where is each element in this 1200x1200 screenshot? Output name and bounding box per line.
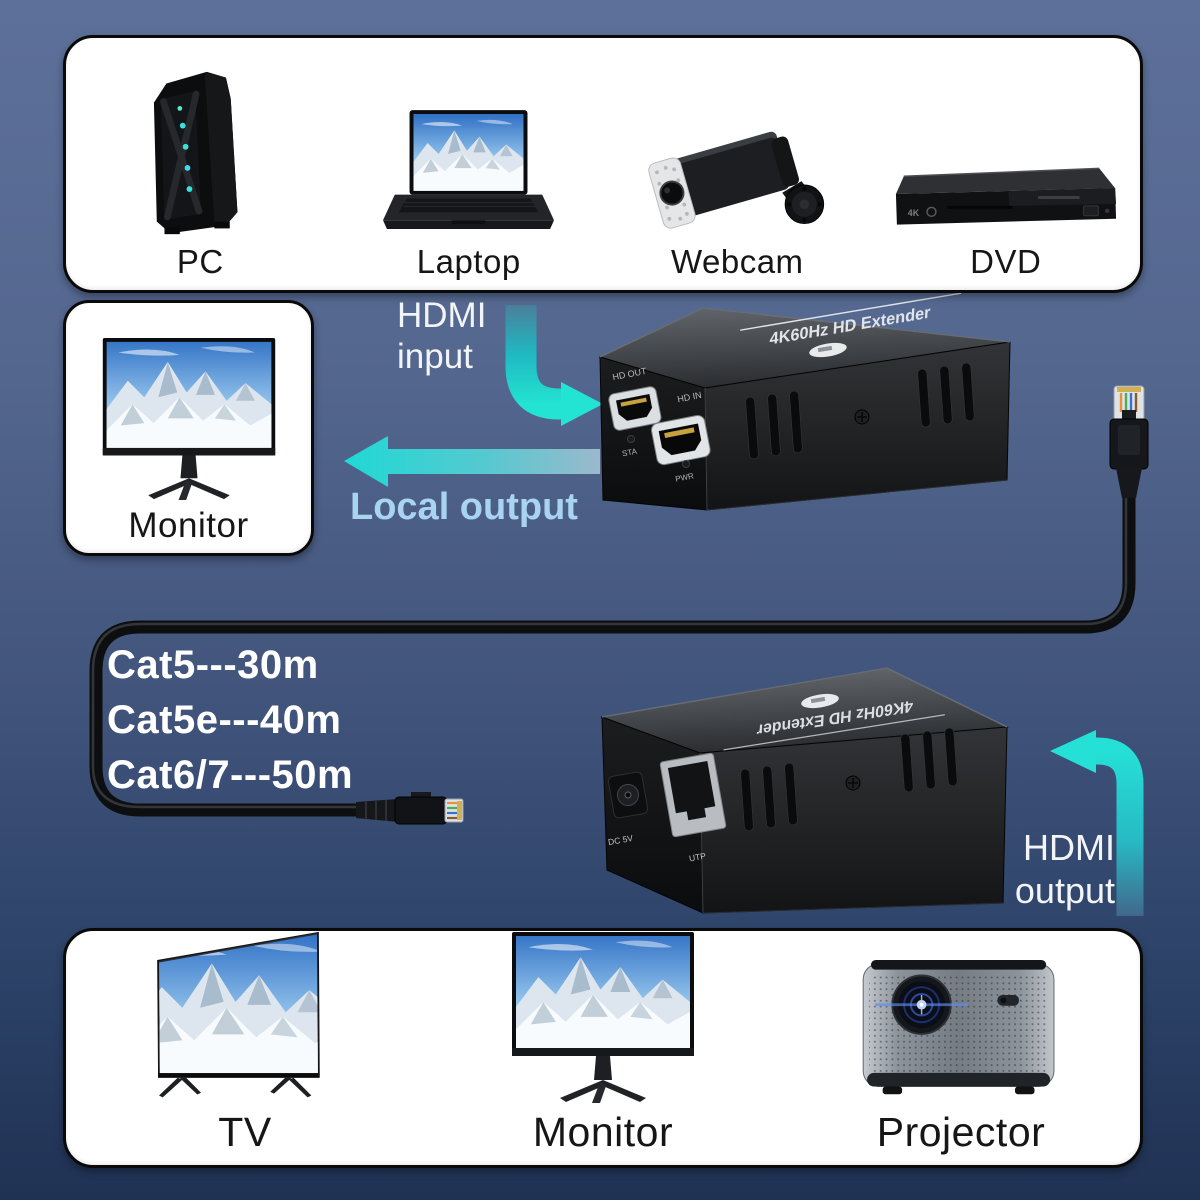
pwr-led [682, 460, 690, 468]
device-laptop: Laptop [335, 38, 604, 290]
hdmi-input-line2: input [397, 337, 473, 376]
local-output-annotation: Local output [350, 486, 578, 528]
hdmi-output-line1: HDMI [1023, 827, 1115, 868]
hdmi-in-port [651, 414, 711, 466]
tx-vents [745, 362, 975, 460]
source-devices-panel: PC Laptop [63, 35, 1143, 293]
monitor2-image [512, 931, 694, 1103]
hdmi-input-arrow [505, 305, 603, 426]
tx-port-label-hd-in: HD IN [676, 390, 702, 404]
hdmi-output-annotation: HDMI output [955, 826, 1115, 912]
device-tv: TV [66, 931, 424, 1165]
device-projector: Projector [782, 931, 1140, 1165]
svg-text:4K: 4K [908, 207, 920, 217]
cable-spec-cat5e: Cat5e---40m [107, 698, 342, 742]
rx-screw [845, 775, 861, 791]
device-label-pc: PC [176, 242, 224, 280]
device-label-monitor2: Monitor [532, 1108, 674, 1155]
device-label-tv: TV [218, 1108, 272, 1155]
device-dvd: 4K DVD [872, 38, 1141, 290]
pc-tower-image [154, 71, 238, 234]
dc-power-jack [607, 771, 649, 819]
cable-spec-cat67: Cat6/7---50m [107, 753, 354, 797]
cable-length-specs: Cat5---30m Cat5e---40m Cat6/7---50m [107, 638, 353, 803]
projector-image [862, 959, 1055, 1095]
rj45-connector-end [356, 792, 464, 825]
device-label-projector: Projector [876, 1108, 1046, 1155]
hdmi-extender-transmitter: 4K60Hz HD Extender HD OUT HD IN STA PWR [598, 292, 1011, 511]
hdmi-extender-receiver: 4K60Hz HD Extender DC 5V UTP [600, 667, 1009, 914]
display-devices-panel: TV Monitor [63, 928, 1143, 1168]
tx-port-label-pwr: PWR [674, 471, 694, 483]
device-label-laptop: Laptop [416, 242, 521, 280]
device-label-webcam: Webcam [670, 242, 804, 280]
laptop-image [382, 109, 554, 229]
webcam-image [648, 131, 825, 229]
tx-screw [854, 409, 870, 425]
local-output-arrow [344, 436, 600, 487]
utp-port [659, 752, 727, 838]
device-label-dvd: DVD [970, 242, 1042, 280]
hdmi-output-line2: output [1014, 870, 1115, 911]
hdmi-input-line1: HDMI [397, 296, 487, 335]
tv-image [157, 931, 320, 1098]
device-pc: PC [66, 38, 335, 290]
hdmi-out-port [608, 386, 662, 431]
device-monitor2: Monitor [424, 931, 782, 1165]
rj45-connector-top [1109, 385, 1149, 498]
hdmi-output-arrow [1050, 730, 1144, 916]
cable-spec-cat5: Cat5---30m [107, 643, 319, 687]
monitor-image [102, 337, 275, 500]
ethernet-cable [89, 485, 1136, 817]
hdmi-input-annotation: HDMI input [397, 295, 486, 377]
device-label-local-monitor: Monitor [128, 505, 249, 545]
rx-vents [740, 727, 958, 832]
rx-port-label-utp: UTP [688, 851, 707, 864]
local-monitor-panel: Monitor [63, 300, 314, 556]
tx-port-label-sta: STA [621, 447, 638, 459]
sta-led [627, 435, 635, 443]
device-webcam: Webcam [603, 38, 872, 290]
dvd-player-image: 4K [895, 167, 1116, 225]
rx-port-label-dc: DC 5V [607, 833, 634, 847]
